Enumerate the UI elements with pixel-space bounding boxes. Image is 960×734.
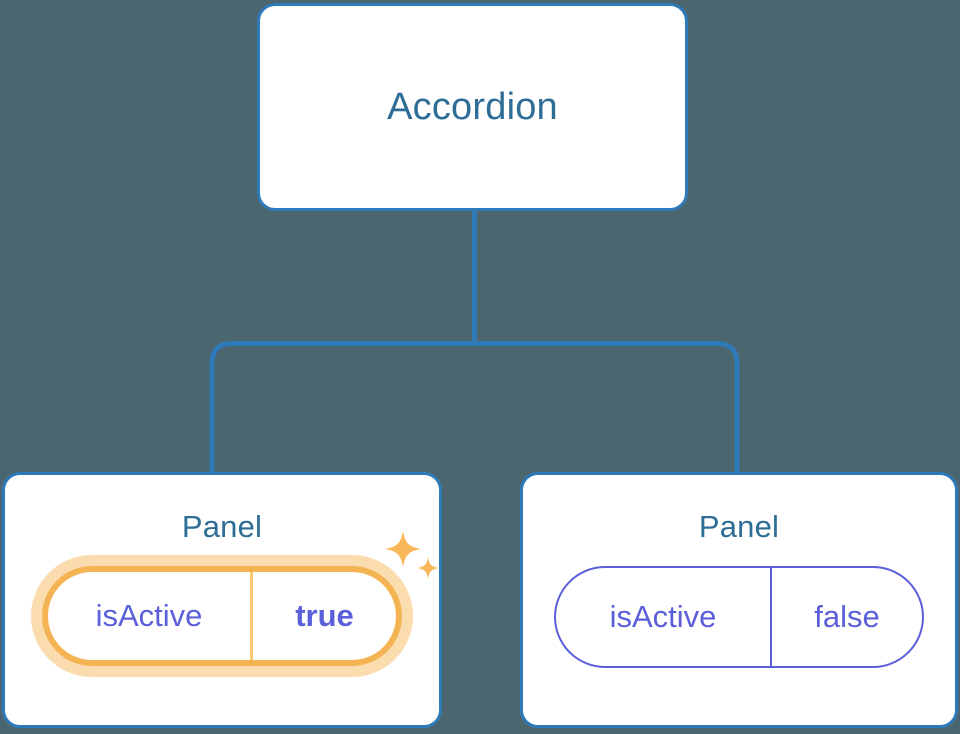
prop-pill-isactive-false[interactable]: isActive false (554, 566, 924, 668)
node-panel-0[interactable]: Panel isActive true (2, 472, 442, 728)
prop-pill-key-0: isActive (48, 572, 253, 660)
sparkle-star-icon (385, 531, 421, 567)
prop-pill-value-1: false (814, 599, 880, 634)
prop-pill-wrapper-0: isActive true (31, 531, 439, 677)
sparkle-star-small-icon (417, 557, 439, 579)
node-accordion-title: Accordion (387, 85, 558, 128)
connector-branch-right (474, 341, 740, 472)
prop-pill-wrapper-1: isActive false (554, 566, 924, 668)
prop-pill-value-0: true (295, 598, 354, 633)
node-panel-1[interactable]: Panel isActive false (520, 472, 958, 728)
connector-branch-left (209, 341, 475, 472)
node-panel-0-title: Panel (181, 509, 263, 544)
prop-pill-key-1: isActive (556, 568, 772, 666)
prop-pill-isactive-true[interactable]: isActive true (42, 566, 402, 666)
node-accordion[interactable]: Accordion (257, 3, 688, 211)
node-panel-1-title: Panel (698, 509, 780, 544)
